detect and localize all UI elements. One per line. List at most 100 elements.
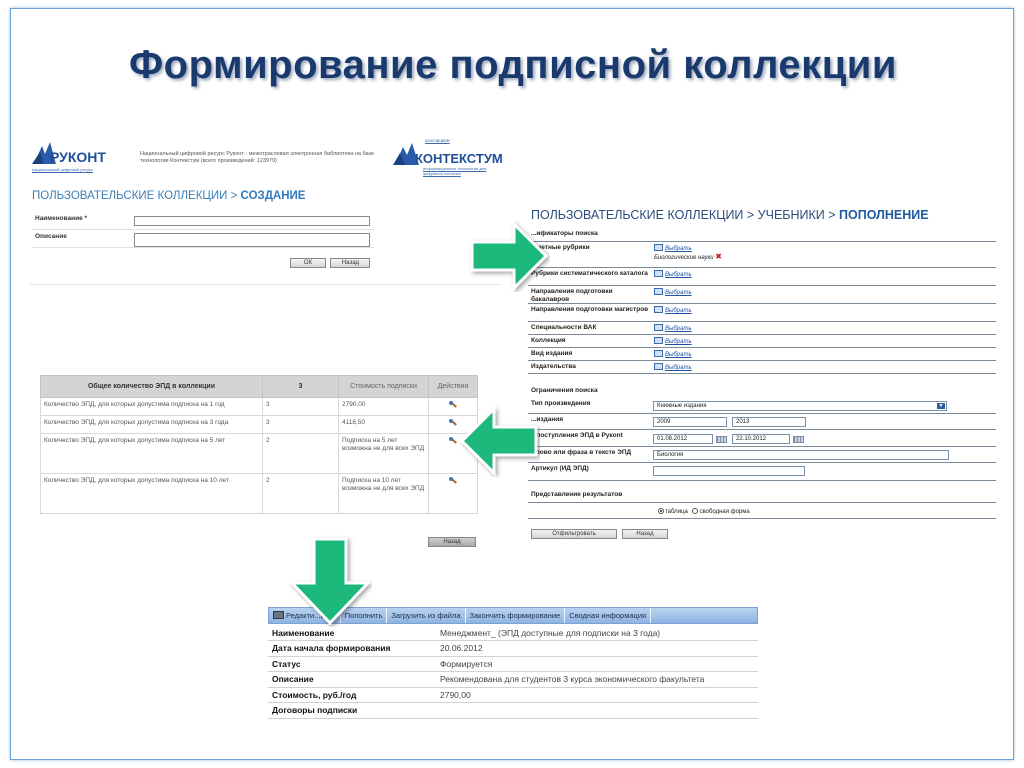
kontext-top[interactable]: консорциум (425, 138, 450, 143)
head-cost: Стоимость подписки (338, 375, 429, 398)
limits-spacer: Ограничения поиска (528, 374, 996, 398)
wrench-icon[interactable] (448, 477, 458, 485)
article-row: Артикул (ИД ЭПД) (528, 463, 996, 481)
radio-free-form[interactable] (692, 508, 699, 514)
date-from-input[interactable]: 01.08.2012 (653, 434, 713, 444)
table-back-button[interactable]: Назад (428, 537, 476, 547)
create-back-button[interactable]: Назад (330, 258, 371, 268)
year-row: ...издания 2009 2013 (528, 414, 996, 430)
phrase-row: Слово или фраза в тексте ЭПД Биология (528, 447, 996, 463)
publishers-row: Издательства Выбрать (528, 361, 996, 374)
create-desc-label: Описание (35, 233, 67, 240)
bachelor-row: Направления подготовки бакалавров Выбрат… (528, 286, 996, 304)
table-back-wrap: Назад (428, 530, 476, 548)
edit-icon (273, 611, 284, 619)
pick-icon (654, 270, 663, 277)
subject-pick-link[interactable]: Выбрать (665, 246, 692, 252)
arrow-left-icon (459, 405, 538, 477)
tab-finish[interactable]: Закончить формирование (466, 608, 566, 623)
work-type-select[interactable]: Книжные издания▼ (653, 401, 947, 411)
collection-pick-link[interactable]: Выбрать (665, 339, 692, 345)
slide-title: Формирование подписной коллекции (129, 43, 897, 87)
calendar-icon[interactable] (793, 436, 804, 443)
vak-pick-link[interactable]: Выбрать (665, 326, 692, 332)
create-buttons: ОК Назад (290, 251, 371, 269)
master-row: Направления подготовки магистров Выбрать (528, 304, 996, 322)
slide-frame: Формирование подписной коллекции (10, 8, 1014, 760)
filter-button[interactable]: Отфильтровать (531, 529, 617, 539)
subject-label: ...метные рубрики (531, 244, 590, 251)
vak-row: Специальности ВАК Выбрать (528, 322, 996, 335)
rukont-name: РУКОНТ (50, 149, 106, 165)
article-input[interactable] (653, 466, 805, 476)
remove-icon[interactable]: ✖ (715, 252, 722, 261)
edition-type-row: Вид издания Выбрать (528, 348, 996, 361)
wrench-icon[interactable] (448, 419, 458, 427)
bachelor-pick-link[interactable]: Выбрать (665, 290, 692, 296)
wrench-icon[interactable] (448, 437, 458, 445)
head-actions: Действия (428, 375, 478, 398)
tab-summary[interactable]: Сводная информация (565, 608, 652, 623)
year-from-input[interactable]: 2009 (653, 417, 727, 427)
rubrics-row: Рубрики систематического каталога Выбрат… (528, 268, 996, 286)
head-total: Общее количество ЭПД в коллекции (40, 375, 263, 398)
subject-row: ...метные рубрики Выбрать Биологические … (528, 242, 996, 268)
create-name-label: Наименование * (35, 215, 88, 222)
result-head-row: Представление результатов (528, 481, 996, 503)
tab-add[interactable]: Пополнить (341, 608, 388, 623)
create-name-input[interactable] (134, 216, 370, 226)
work-type-row: Тип произведения Книжные издания▼ (528, 398, 996, 414)
table-row: Количество ЭПД, для которых допустима по… (40, 473, 478, 514)
epd-table: Общее количество ЭПД в коллекции 3 Стоим… (40, 375, 478, 514)
create-ok-button[interactable]: ОК (290, 258, 326, 268)
phrase-input[interactable]: Биология (653, 450, 949, 460)
tab-edit[interactable]: Редакти...вать (269, 608, 341, 623)
search-back-button[interactable]: Назад (622, 529, 668, 539)
year-to-input[interactable]: 2013 (732, 417, 806, 427)
create-desc-row: Описание (32, 230, 374, 248)
rukont-sub[interactable]: национальный цифровой ресурс (32, 167, 94, 172)
table-row: Количество ЭПД, для которых допустима по… (40, 433, 478, 474)
pick-icon (654, 324, 663, 331)
wrench-icon[interactable] (448, 401, 458, 409)
create-form: Наименование * Описание (32, 212, 374, 248)
rubrics-pick-link[interactable]: Выбрать (665, 272, 692, 278)
publishers-pick-link[interactable]: Выбрать (665, 365, 692, 371)
limits-head: Ограничения поиска (531, 387, 598, 394)
table-row: Количество ЭПД, для которых допустима по… (40, 415, 478, 434)
pick-icon (654, 306, 663, 313)
collection-row: Коллекция Выбрать (528, 335, 996, 348)
master-pick-link[interactable]: Выбрать (665, 308, 692, 314)
kontext-logo-icon (393, 143, 419, 165)
subject-value: Выбрать Биологические науки ✖ (654, 244, 722, 261)
classifiers-head: ...ификаторы поиска (528, 228, 996, 242)
kontext-sub[interactable]: информационные технологии для цифрового … (423, 166, 487, 176)
rukont-logo[interactable]: РУКОНТ национальный цифровой ресурс (32, 140, 142, 176)
arrow-right-icon (470, 220, 549, 292)
pick-icon (654, 288, 663, 295)
create-name-row: Наименование * (32, 212, 374, 230)
epd-table-header: Общее количество ЭПД в коллекции 3 Стоим… (40, 375, 478, 398)
pick-icon (654, 363, 663, 370)
calendar-icon[interactable] (716, 436, 727, 443)
create-desc-textarea[interactable] (134, 233, 370, 247)
date-to-input[interactable]: 22.10.2012 (732, 434, 790, 444)
create-title: ПОЛЬЗОВАТЕЛЬСКИЕ КОЛЛЕКЦИИ > СОЗДАНИЕ (32, 190, 306, 202)
date-row: ...поступления ЭПД в Рукont 01.08.2012 2… (528, 430, 996, 447)
chevron-down-icon: ▼ (937, 403, 945, 409)
radio-table[interactable] (658, 508, 664, 514)
edition-type-pick-link[interactable]: Выбрать (665, 352, 692, 358)
tab-upload[interactable]: Загрузить из файла (387, 608, 466, 623)
table-row: Количество ЭПД, для которых допустима по… (40, 397, 478, 416)
rukont-logo-icon (32, 142, 56, 164)
pick-icon (654, 350, 663, 357)
pick-icon (654, 337, 663, 344)
kontext-logo[interactable]: консорциум КОНТЕКСТУМ информационные тех… (393, 138, 503, 180)
